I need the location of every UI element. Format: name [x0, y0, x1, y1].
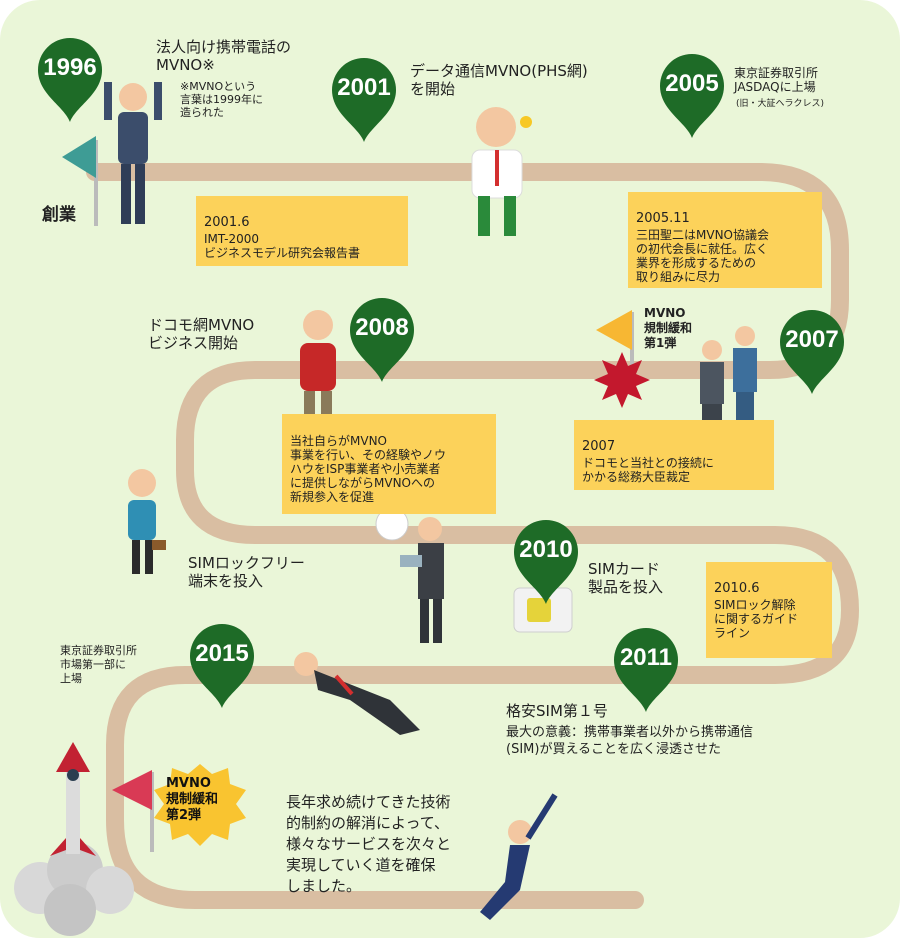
flying-woman-illustration — [480, 793, 558, 920]
founding-label: 創業 — [42, 205, 76, 225]
year-pin-1996: 1996 — [34, 36, 106, 124]
milestone-2001-title: データ通信MVNO(PHS網) を開始 — [410, 62, 588, 98]
note-date: 2010.6 — [714, 581, 760, 596]
milestone-2015-badge: MVNO 規制緩和 第2弾 — [166, 776, 219, 823]
milestone-2010-title: SIMカード 製品を投入 — [588, 560, 664, 596]
milestone-1996-title: 法人向け携帯電話の MVNO※ — [156, 38, 292, 74]
year-pin-2008: 2008 — [346, 296, 418, 384]
milestone-2015-title: 東京証券取引所 市場第一部に 上場 — [60, 644, 137, 685]
sim-lock-free-label: SIMロックフリー 端末を投入 — [188, 554, 305, 590]
milestone-2005-note: (旧・大証ヘラクレス) — [736, 99, 825, 109]
year-pin-2001: 2001 — [328, 56, 400, 144]
woman-illustration — [128, 469, 166, 574]
year-pin-2011: 2011 — [610, 626, 682, 714]
flying-man-illustration — [294, 652, 420, 735]
person-2008-illustration — [300, 310, 336, 427]
year-pin-2010: 2010 — [510, 518, 582, 606]
note-text: IMT-2000 ビジネスモデル研究会報告書 — [204, 232, 361, 260]
milestone-2007-badge: MVNO 規制緩和 第1弾 — [644, 306, 693, 350]
note-text: ドコモと当社との接続に かかる総務大臣裁定 — [582, 456, 714, 484]
year-pin-2005: 2005 — [656, 52, 728, 140]
note-2008: 当社自らがMVNO 事業を行い、その経験やノウ ハウをISP事業者や小売業者 に… — [282, 414, 496, 514]
milestone-1996-note: ※MVNOという 言葉は1999年に 造られた — [180, 80, 263, 119]
note-2005-11: 2005.11 三田聖二はMVNO協議会 の初代会長に就任。広く 業界を形成するた… — [628, 192, 822, 288]
milestone-2011-title: 格安SIM第１号 — [506, 702, 608, 720]
milestone-2008-title: ドコモ網MVNO ビジネス開始 — [148, 316, 255, 352]
note-date: 2007 — [582, 439, 616, 454]
businessmen-illustration — [700, 326, 757, 438]
note-2007: 2007 ドコモと当社との接続に かかる総務大臣裁定 — [574, 420, 774, 490]
year-pin-2007: 2007 — [776, 308, 848, 396]
person-2001-illustration — [471, 107, 532, 236]
note-text: 三田聖二はMVNO協議会 の初代会長に就任。広く 業界を形成するための 取り組み… — [636, 228, 769, 284]
note-date: 2001.6 — [204, 215, 250, 230]
milestone-2011-detail: 最大の意義：携帯事業者以外から携帯通信 (SIM)が買えることを広く浸透させた — [506, 725, 754, 757]
note-date: 2005.11 — [636, 211, 690, 226]
presenter-illustration — [375, 507, 444, 643]
milestone-2005-title: 東京証券取引所 JASDAQに上場 — [734, 66, 819, 94]
closing-statement: 長年求め続けてきた技術 的制約の解消によって、 様々なサービスを次々と 実現して… — [286, 793, 452, 895]
note-text: SIMロック解除 に関するガイド ライン — [714, 598, 799, 640]
note-text: 当社自らがMVNO 事業を行い、その経験やノウ ハウをISP事業者や小売業者 に… — [290, 434, 447, 504]
person-founder-illustration — [104, 82, 162, 224]
year-pin-2015: 2015 — [186, 622, 258, 710]
